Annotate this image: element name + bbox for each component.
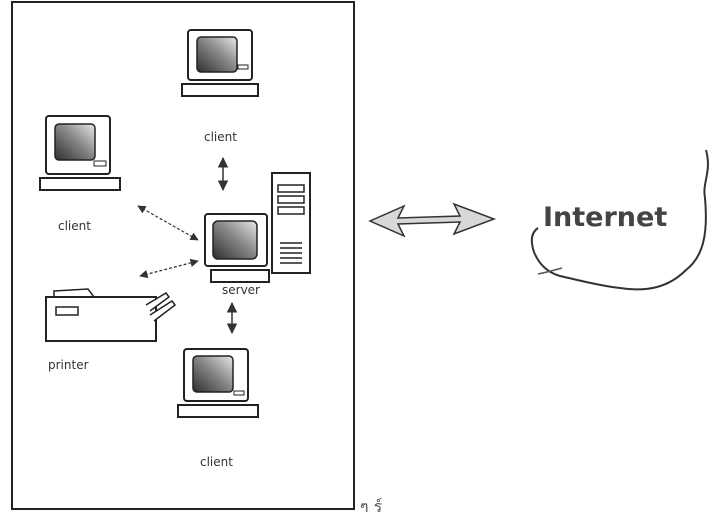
- client-left-computer-icon: [39, 115, 121, 191]
- client-bottom-computer-icon: [177, 348, 259, 418]
- server-computer-icon: [204, 213, 270, 283]
- lan-frame: [11, 1, 355, 510]
- caption-fragment: ๆ ร์: [360, 497, 383, 512]
- client-left-label: client: [58, 219, 91, 233]
- server-tower-icon: [271, 172, 311, 274]
- internet-cloud-icon: [530, 149, 709, 291]
- link-left-client-server: [137, 205, 199, 241]
- client-bottom-label: client: [200, 455, 233, 469]
- client-top-computer-icon: [181, 29, 259, 97]
- cloud-stroke-fragment: [537, 267, 563, 275]
- internet-label: Internet: [543, 202, 667, 233]
- internet-link-arrow: [368, 202, 497, 238]
- server-label: server: [222, 283, 260, 297]
- printer-label: printer: [48, 358, 89, 372]
- printer-icon: [45, 288, 177, 342]
- link-printer-server: [139, 258, 199, 279]
- client-top-label: client: [204, 130, 237, 144]
